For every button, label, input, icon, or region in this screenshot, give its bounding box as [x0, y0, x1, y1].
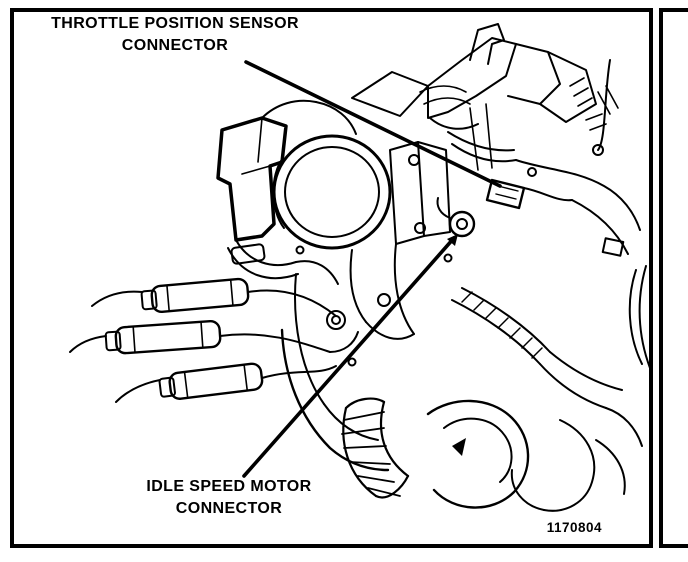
- spark-plug-boots: [69, 277, 359, 403]
- label-line-1: IDLE SPEED MOTOR: [146, 478, 312, 495]
- adjacent-figure-border: [659, 8, 688, 548]
- leader-line-idle: [242, 236, 456, 478]
- leader-arrowhead-icon: [447, 234, 458, 246]
- leader-line-throttle: [244, 60, 502, 188]
- idle-speed-motor-connector-part: [436, 197, 476, 238]
- label-throttle-position-sensor-connector: THROTTLE POSITION SENSOR CONNECTOR: [16, 13, 334, 57]
- wiring-harness: [451, 159, 651, 512]
- figure-border: [10, 8, 653, 548]
- throttle-position-sensor-connector: [485, 167, 573, 210]
- intake-manifold: [261, 23, 619, 135]
- label-idle-speed-motor-connector: IDLE SPEED MOTOR CONNECTOR: [114, 476, 344, 520]
- figure-number: 1170804: [546, 520, 602, 535]
- label-line-2: CONNECTOR: [175, 500, 283, 517]
- label-line-2: CONNECTOR: [121, 37, 229, 54]
- corrugated-hose: [341, 397, 410, 499]
- label-line-1: THROTTLE POSITION SENSOR: [51, 15, 299, 32]
- throttle-bore: [272, 134, 392, 250]
- air-duct-bracket: [216, 116, 288, 242]
- engine-drawing-group: [69, 23, 651, 512]
